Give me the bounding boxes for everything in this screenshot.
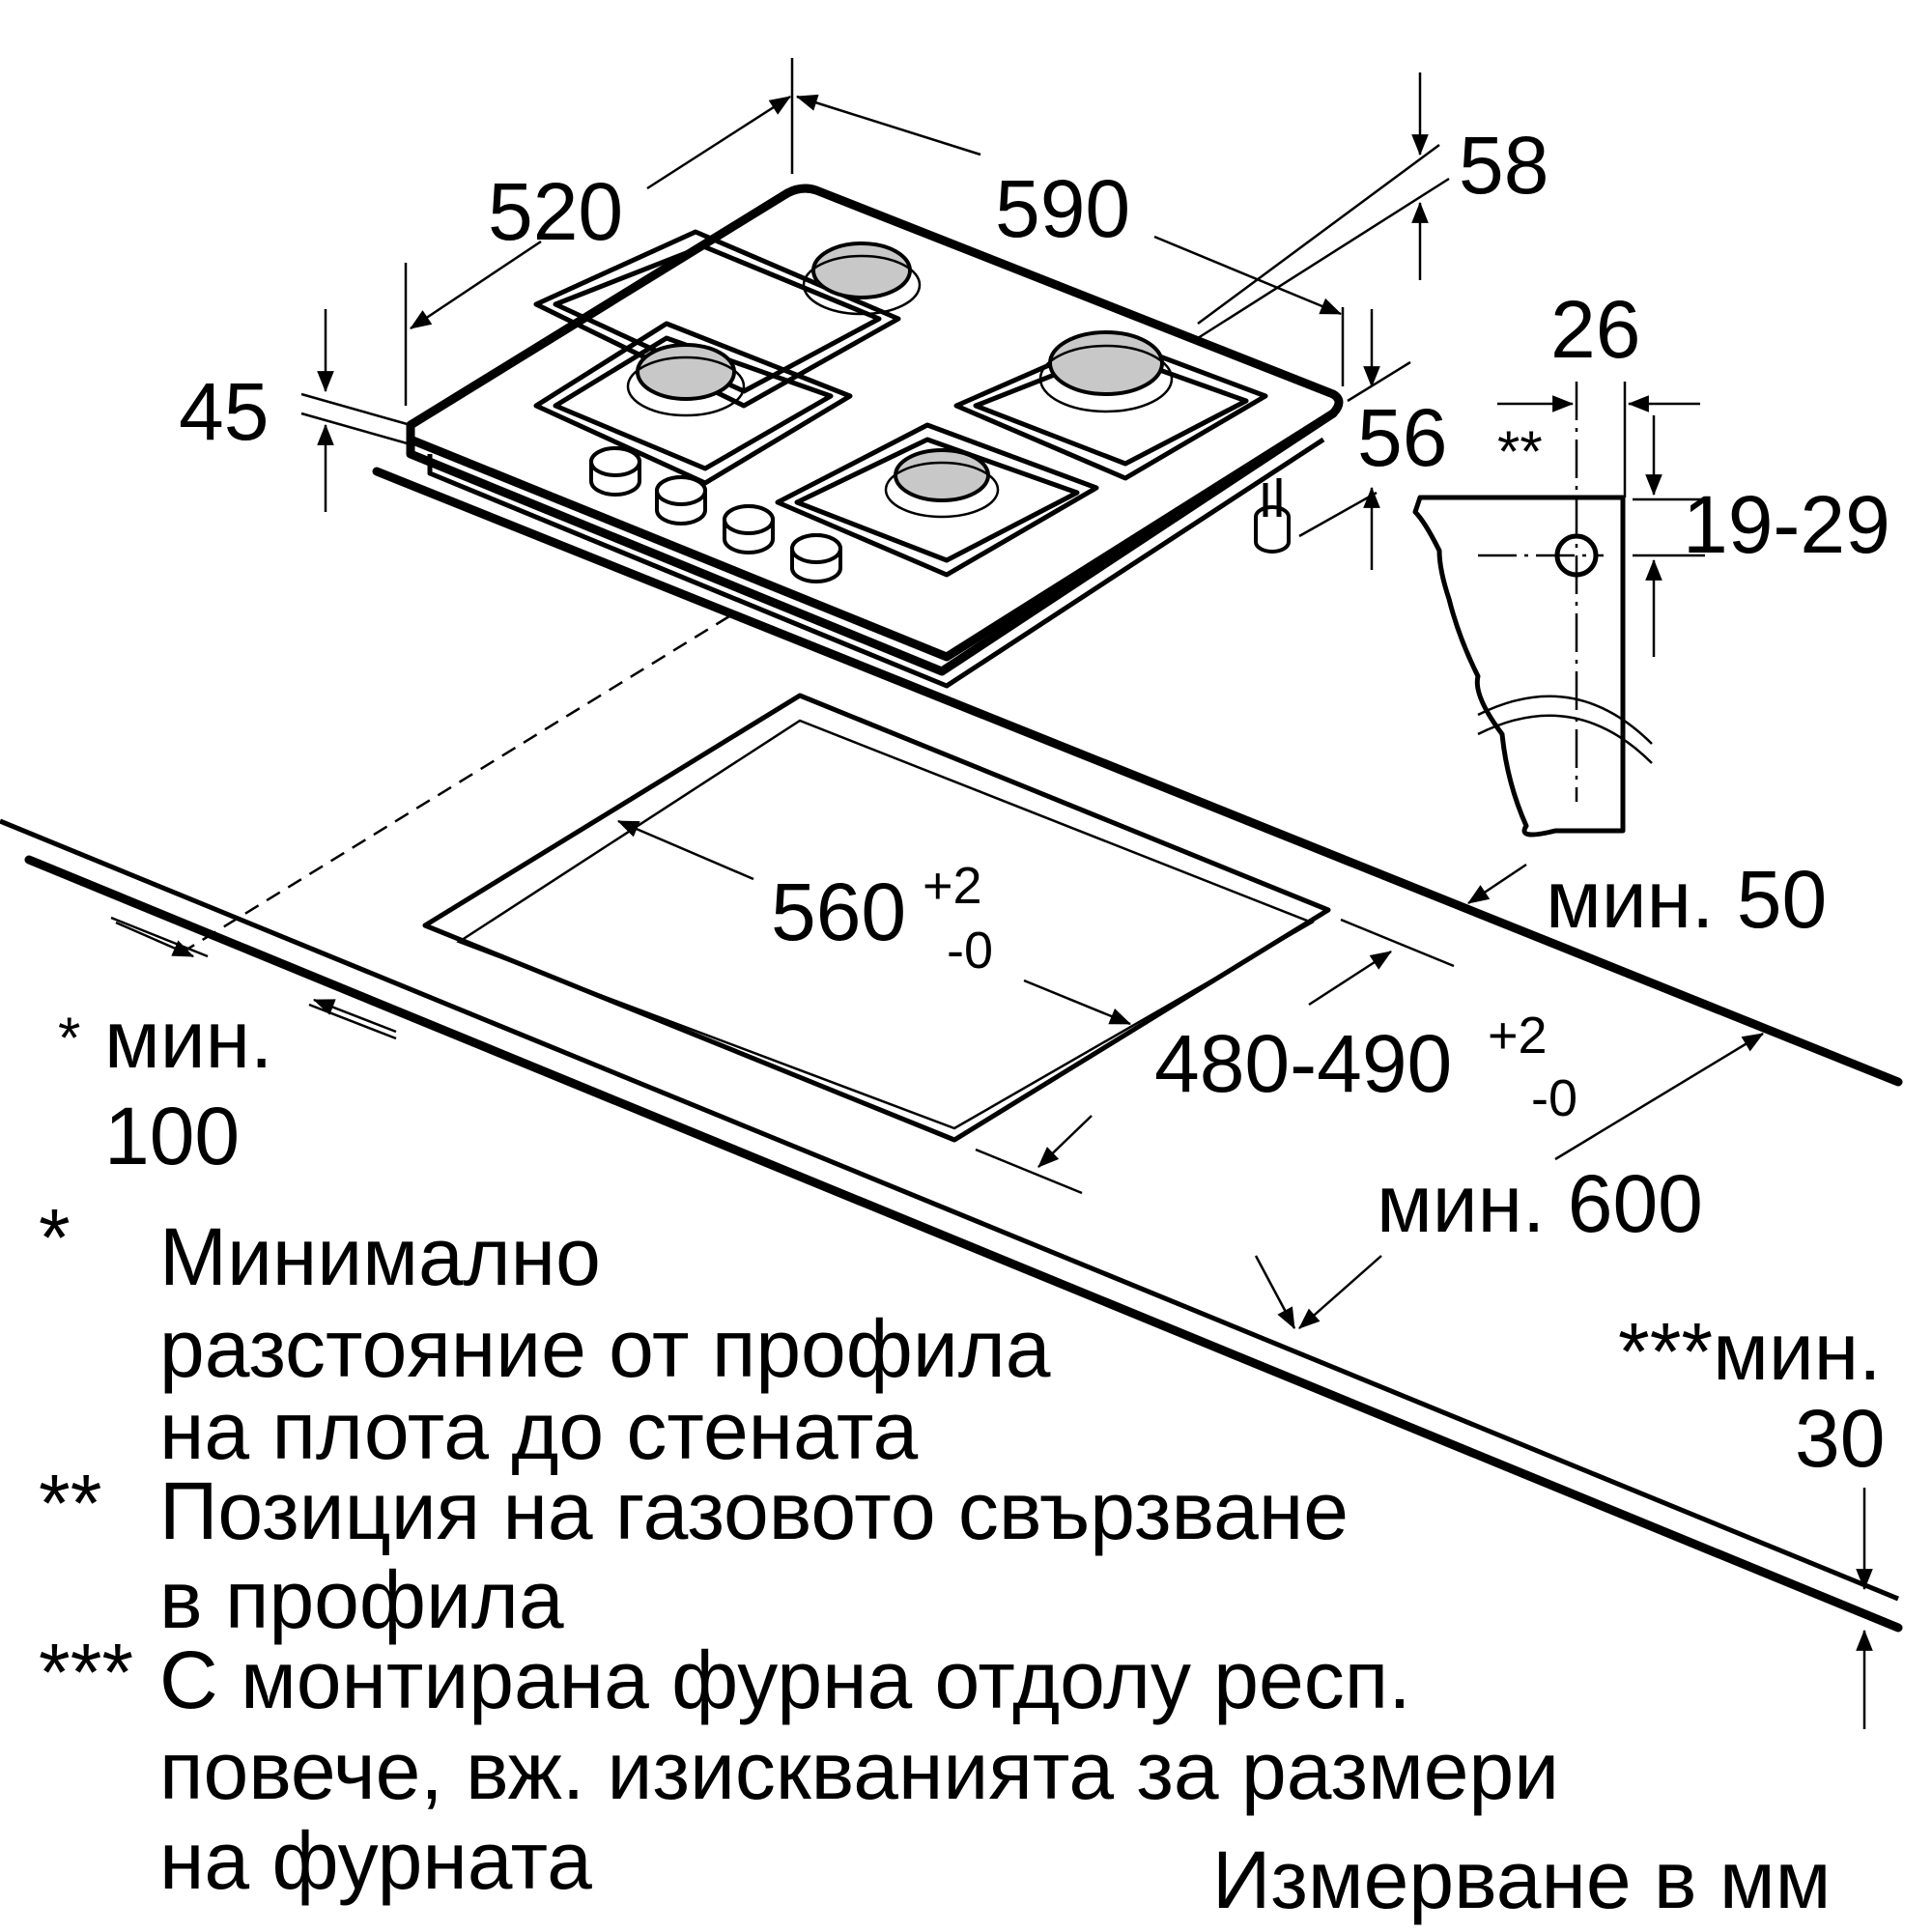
gas-connection-stub (1254, 478, 1291, 554)
dim-min-side: * мин. 100 (58, 916, 397, 1181)
label-480-plus: +2 (1488, 1007, 1548, 1065)
worktop-back-edge (372, 467, 1903, 1087)
label-min-50: мин. 50 (1546, 854, 1827, 945)
label-45: 45 (179, 366, 269, 457)
dim-hob-width: 590 (795, 94, 1345, 386)
dim-burner-height: 45 (179, 309, 412, 512)
pan-support-front-right (775, 422, 1099, 578)
control-knobs (589, 446, 842, 583)
note-3-line-2: повече, вж. изискванията за размери (159, 1725, 1559, 1816)
label-min-100-value: 100 (104, 1091, 240, 1181)
dim-min-worktop: мин. 600 (1254, 1032, 1764, 1329)
hob-drawing (406, 184, 1344, 689)
pan-support-front-left (533, 321, 853, 486)
label-26: 26 (1550, 284, 1640, 375)
dim-cutout-depth: 480-490 +2 -0 (975, 918, 1577, 1195)
label-19-29: 19-29 (1683, 479, 1890, 570)
note-2-line-2: в профила (159, 1554, 564, 1645)
label-min-30-label: ***мин. (1618, 1306, 1881, 1397)
units-caption: Измерване в мм (1212, 1834, 1831, 1925)
label-min-100-star: * (58, 1006, 80, 1070)
label-58: 58 (1459, 120, 1548, 211)
note-1-line-1: Минимално (159, 1211, 601, 1302)
dim-cutout-width: 560 +2 -0 (616, 819, 1132, 1026)
dim-built-in-depth: 56 (1298, 309, 1447, 570)
label-56: 56 (1357, 392, 1447, 483)
worktop-front-bottom (24, 855, 1903, 1633)
pan-support-rear-right (953, 335, 1268, 481)
note-3-line-1: С монтирана фурна отдолу респ. (159, 1634, 1411, 1725)
hob-front-edge (406, 409, 1338, 676)
label-560: 560 (771, 867, 906, 957)
cutout-inner (456, 719, 1315, 1130)
hob-lower-tray (427, 437, 1325, 689)
gas-connection-point (1554, 533, 1599, 578)
label-480-minus: -0 (1531, 1069, 1577, 1127)
note-3-line-3: на фурната (159, 1815, 592, 1906)
label-min-30-value: 30 (1795, 1393, 1885, 1484)
label-520: 520 (488, 166, 623, 257)
hob-profile-detail: 26 ** 19-29 (1412, 284, 1890, 838)
worktop-front-top (0, 818, 1899, 1602)
dim-min-rear: мин. 50 (1467, 854, 1827, 945)
label-560-plus: +2 (923, 857, 982, 915)
dim-min-thickness: ***мин. 30 (1618, 1306, 1885, 1729)
label-560-minus: -0 (947, 922, 993, 980)
burner-rear-left (811, 242, 912, 299)
label-480-490: 480-490 (1154, 1018, 1452, 1109)
note-1-line-3: на плота до стената (159, 1385, 918, 1476)
cutout-outer (422, 693, 1331, 1143)
label-590: 590 (995, 163, 1130, 254)
dim-hob-depth: 520 (404, 58, 794, 406)
note-3-marker: *** (39, 1627, 133, 1718)
worktop-drawing (0, 467, 1903, 1633)
label-gas-marker: ** (1497, 419, 1543, 484)
dim-side-height: 58 (1197, 72, 1548, 340)
burner-front-left (636, 343, 736, 401)
note-2-marker: ** (39, 1458, 101, 1548)
burner-front-right (894, 448, 990, 502)
note-1-marker: * (39, 1192, 71, 1283)
burner-rear-right (1048, 330, 1164, 396)
footnotes: * Минимално разстояние от профила на пло… (39, 1192, 1831, 1925)
note-2-line-1: Позиция на газовото свързване (159, 1465, 1349, 1556)
label-min-600: мин. 600 (1377, 1158, 1703, 1249)
note-1-line-2: разстояние от профила (159, 1303, 1051, 1394)
profile-outline (1412, 495, 1626, 838)
label-min-100-label: мин. (104, 994, 272, 1085)
